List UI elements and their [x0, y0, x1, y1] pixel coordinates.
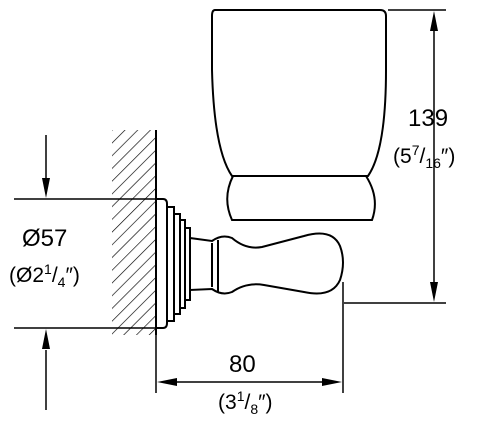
- rosette-base-plate: [155, 198, 168, 329]
- projection-imperial-close: ″): [258, 391, 273, 414]
- diameter-imperial-slash: /: [51, 264, 58, 287]
- diameter-imperial-numerator: 1: [44, 261, 52, 277]
- projection-metric-label: 80: [229, 351, 256, 378]
- projection-imperial-whole: (3: [218, 391, 237, 414]
- height-imperial-numerator: 7: [411, 142, 420, 158]
- diameter-metric-label: Ø57: [22, 225, 68, 252]
- projection-arrow-left: [157, 378, 177, 386]
- holder-arm-body: [189, 232, 344, 295]
- holder-arm: [189, 232, 344, 295]
- projection-imperial-slash: /: [244, 391, 251, 414]
- height-metric-label: 139: [408, 105, 449, 132]
- diameter-imperial-denominator: 4: [57, 274, 66, 291]
- projection-dimension: [155, 282, 344, 393]
- tumbler: [211, 9, 387, 221]
- height-imperial-label: (57/16″): [393, 143, 455, 170]
- height-imperial-denominator: 16: [425, 155, 441, 172]
- height-dimension: [344, 9, 446, 304]
- height-arrow-top: [430, 11, 438, 31]
- diameter-imperial-close: ″): [65, 264, 80, 287]
- diameter-arrow-top: [42, 178, 50, 198]
- projection-imperial-denominator: 8: [250, 401, 259, 418]
- diameter-dimension: [14, 135, 156, 410]
- height-imperial-close: ″): [440, 145, 456, 168]
- height-arrow-bottom: [430, 282, 438, 302]
- projection-arrow-right: [322, 378, 342, 386]
- rosette-ring-1: [166, 206, 175, 322]
- diameter-imperial-whole: (Ø2: [9, 264, 45, 287]
- height-imperial-slash: /: [419, 145, 426, 168]
- tumbler-glass: [211, 9, 387, 177]
- wall: [112, 130, 157, 335]
- height-imperial-whole: (5: [393, 145, 412, 168]
- diameter-imperial-label: (Ø21/4″): [9, 262, 80, 289]
- wall-rosette: [155, 198, 191, 329]
- projection-imperial-numerator: 1: [236, 388, 245, 404]
- tumbler-holder-ring: [226, 175, 376, 221]
- wall-hatching: [112, 130, 156, 335]
- projection-imperial-label: (31/8″): [218, 389, 273, 416]
- diameter-arrow-bottom: [42, 329, 50, 349]
